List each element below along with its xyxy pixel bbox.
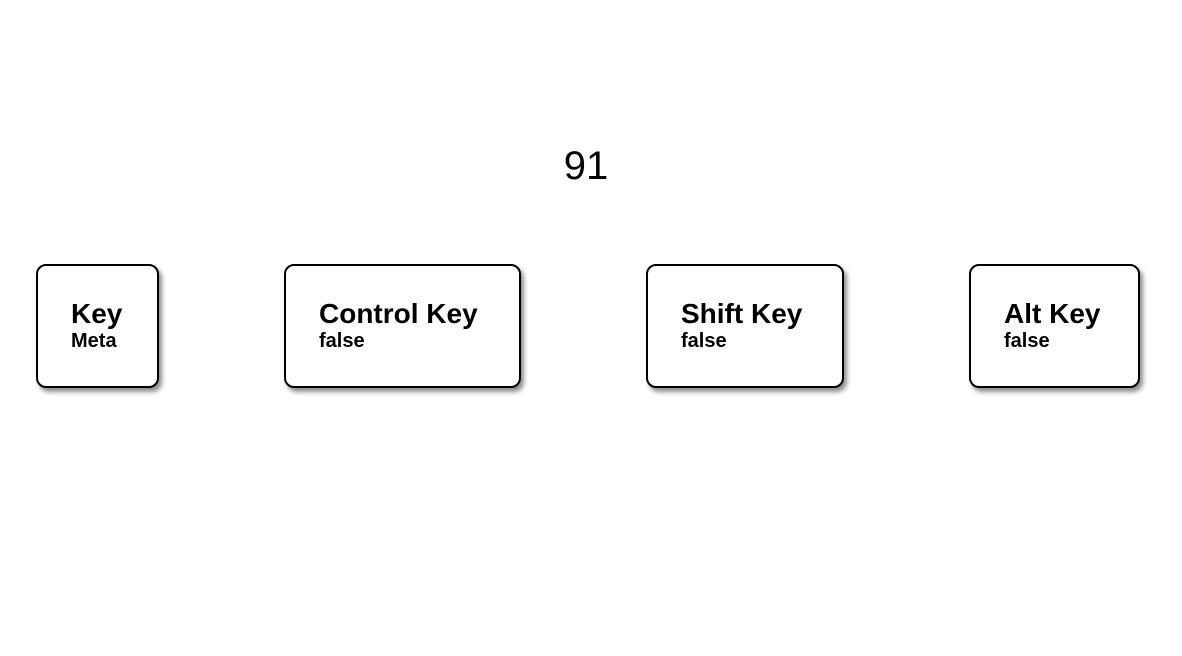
alt-key-title: Alt Key	[1004, 298, 1101, 329]
shift-key-value: false	[681, 330, 727, 352]
alt-key-value: false	[1004, 330, 1050, 352]
keycode-display: 91	[563, 144, 609, 188]
shift-key-card: Shift Key false	[646, 264, 844, 388]
key-card: Key Meta	[36, 264, 159, 388]
key-card-value: Meta	[71, 330, 117, 352]
alt-key-card: Alt Key false	[969, 264, 1140, 388]
control-key-card: Control Key false	[284, 264, 521, 388]
control-key-value: false	[319, 330, 365, 352]
shift-key-title: Shift Key	[681, 298, 803, 329]
key-card-title: Key	[71, 298, 123, 329]
control-key-title: Control Key	[319, 298, 478, 329]
